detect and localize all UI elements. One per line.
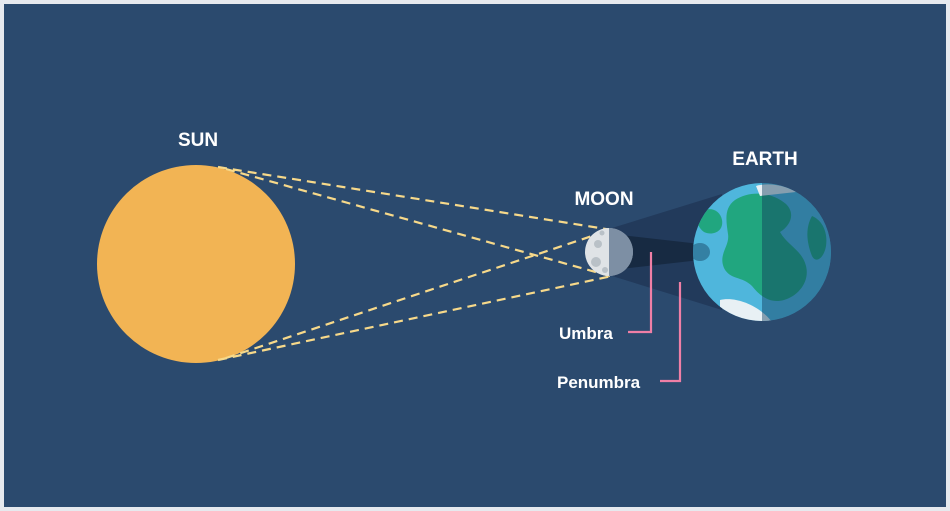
moon-label: MOON (574, 189, 633, 210)
ray-bottom-outer (217, 274, 613, 362)
umbra-pointer-line (628, 252, 653, 334)
earth-globe (693, 183, 831, 321)
light-rays (217, 165, 613, 362)
penumbra-pointer-line (660, 282, 682, 383)
umbra-cone (612, 234, 700, 270)
penumbra-label: Penumbra (557, 373, 641, 392)
sun-disc (97, 165, 295, 363)
umbra-label: Umbra (559, 324, 613, 343)
ray-bottom-cross (225, 228, 611, 360)
sun-label: SUN (178, 130, 218, 151)
earth-label: EARTH (732, 149, 797, 170)
ray-top-outer (217, 165, 613, 232)
moon-disc (585, 228, 633, 276)
ray-top-cross (225, 167, 611, 278)
